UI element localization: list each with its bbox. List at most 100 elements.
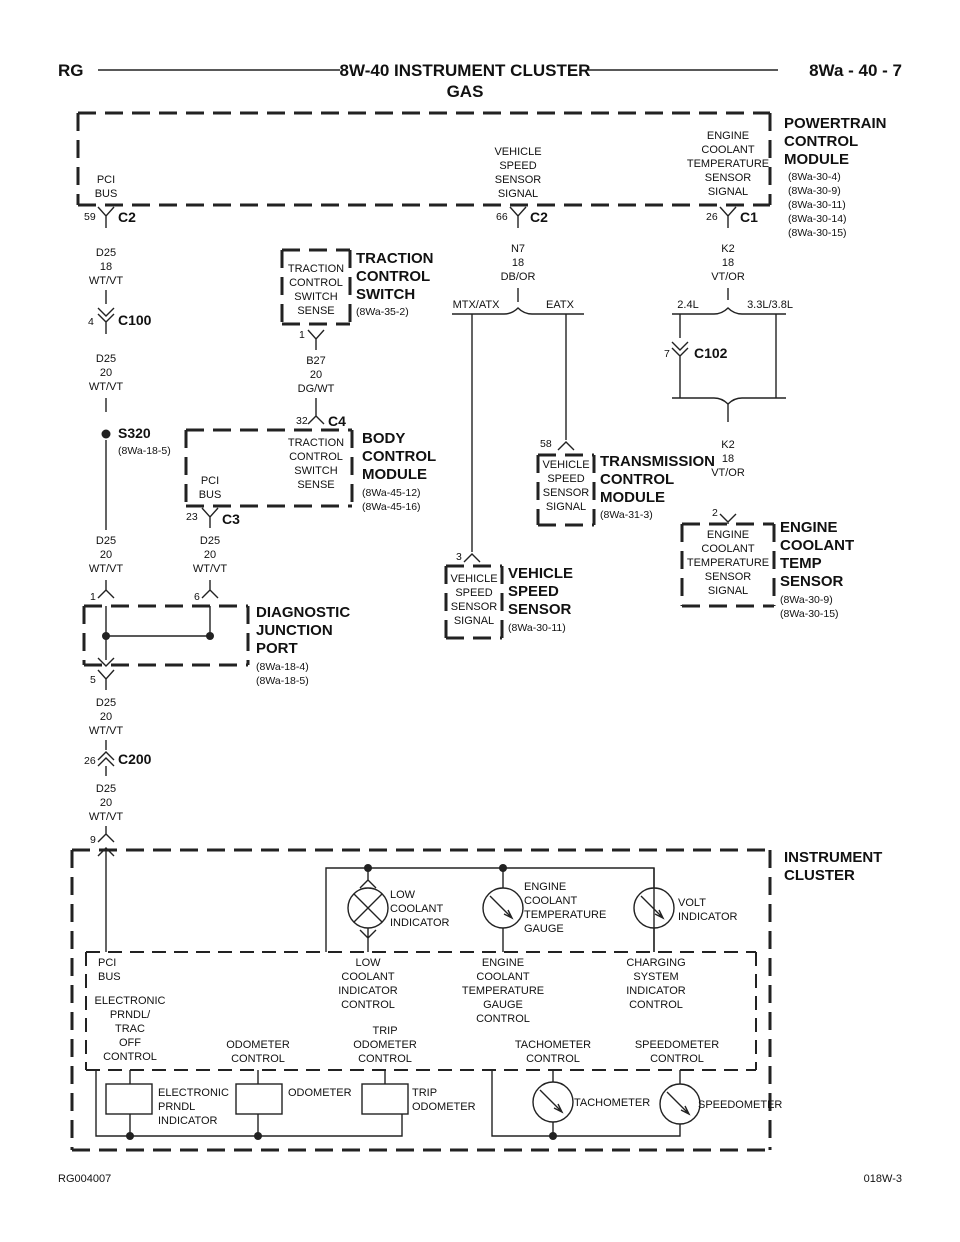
svg-text:CHARGING: CHARGING [626,957,685,969]
svg-text:K2: K2 [721,243,734,255]
svg-text:C4: C4 [328,413,346,429]
svg-text:SENSOR: SENSOR [780,573,844,590]
svg-text:D25: D25 [96,353,116,365]
wire-label-d25-20-b: D25 20 WT/VT [89,535,123,575]
svg-text:INDICATOR: INDICATOR [626,985,686,997]
svg-text:CONTROL: CONTROL [356,268,430,285]
svg-text:CONTROL: CONTROL [362,448,436,465]
connector-djp-pin5: 5 [90,669,115,690]
connector-pcm-c2-pin66: 66 C2 [496,206,548,228]
svg-text:20: 20 [100,367,112,379]
svg-text:ENGINE: ENGINE [707,529,749,541]
wire-label-d25-18: D25 18 WT/VT [89,247,123,287]
svg-text:VEHICLE: VEHICLE [508,565,573,582]
prndl-indicator-box [105,1083,153,1115]
footer-left: RG004007 [58,1173,111,1185]
svg-text:(8Wa-18-4): (8Wa-18-4) [256,661,309,673]
wire-label-k2-b: K2 18 VT/OR [711,439,745,479]
svg-text:PORT: PORT [256,640,298,657]
svg-text:TEMPERATURE: TEMPERATURE [687,557,769,569]
svg-text:INDICATOR: INDICATOR [678,911,738,923]
svg-text:VEHICLE: VEHICLE [450,573,497,585]
svg-text:COOLANT: COOLANT [701,144,754,156]
svg-text:SWITCH: SWITCH [294,291,337,303]
svg-text:4: 4 [88,316,94,328]
pcm-title: POWERTRAIN CONTROL MODULE [784,115,887,168]
ect-gauge-icon [482,887,524,929]
svg-text:SENSOR: SENSOR [543,487,590,499]
trip-odometer-label: TRIP ODOMETER [412,1087,476,1113]
connector-vss-pin3: 3 [456,551,481,563]
svg-text:18: 18 [100,261,112,273]
svg-text:TEMPERATURE: TEMPERATURE [524,909,606,921]
svg-text:COOLANT: COOLANT [476,971,529,983]
djp-internal-bus [105,606,211,660]
djp-internal-pin5-mark [97,657,115,667]
svg-text:58: 58 [540,438,552,450]
connector-bcm-c3: 23 C3 [186,507,240,528]
svg-text:INDICATOR: INDICATOR [158,1115,218,1127]
tcs-sense-label: TRACTION CONTROL SWITCH SENSE [288,263,344,317]
low-coolant-indicator-label: LOW COOLANT INDICATOR [390,889,450,929]
svg-text:ELECTRONIC: ELECTRONIC [158,1087,229,1099]
svg-text:ODOMETER: ODOMETER [353,1039,417,1051]
svg-text:26: 26 [84,755,96,767]
svg-text:CONTROL: CONTROL [600,471,674,488]
speedometer-label: SPEEDOMETER [698,1099,782,1111]
charging-control-label: CHARGING SYSTEM INDICATOR CONTROL [626,957,686,1011]
svg-text:BUS: BUS [199,489,222,501]
odometer-label: ODOMETER [288,1087,352,1099]
svg-text:GAUGE: GAUGE [524,923,564,935]
connector-ects-pin2: 2 [712,507,737,524]
svg-text:SPEED: SPEED [455,587,492,599]
svg-text:C3: C3 [222,511,240,527]
connector-c100: 4 C100 [88,307,152,334]
prndl-control-label: ELECTRONIC PRNDL/ TRAC OFF CONTROL [95,995,166,1063]
svg-text:CONTROL: CONTROL [476,1013,530,1025]
svg-text:(8Wa-30-9): (8Wa-30-9) [788,185,841,197]
odometer-control-label: ODOMETER CONTROL [226,1039,290,1065]
svg-text:SWITCH: SWITCH [294,465,337,477]
low-coolant-control-label: LOW COOLANT INDICATOR CONTROL [338,957,398,1011]
svg-text:TRIP: TRIP [412,1087,437,1099]
svg-text:CONTROL: CONTROL [526,1053,580,1065]
wire-label-d25-20-c: D25 20 WT/VT [193,535,227,575]
svg-text:C100: C100 [118,312,152,328]
djp-title: DIAGNOSTIC JUNCTION PORT (8Wa-18-4) (8Wa… [256,604,350,687]
bcm-pci-bus-label: PCI BUS [199,475,222,501]
djp-splice-right [206,632,214,640]
svg-text:GAUGE: GAUGE [483,999,523,1011]
svg-text:BODY: BODY [362,430,405,447]
svg-text:TRACTION: TRACTION [288,263,344,275]
svg-text:INSTRUMENT: INSTRUMENT [784,849,882,866]
svg-text:ENGINE: ENGINE [707,130,749,142]
svg-text:TRACTION: TRACTION [288,437,344,449]
volt-indicator-icon [633,887,675,929]
connector-djp-pin6: 6 [194,580,219,603]
ic-indicator-bus [325,867,655,952]
svg-text:20: 20 [204,549,216,561]
ic-splice-c [126,1132,134,1140]
svg-text:WT/VT: WT/VT [89,381,123,393]
svg-text:C200: C200 [118,751,152,767]
svg-text:SPEEDOMETER: SPEEDOMETER [635,1039,719,1051]
svg-text:(8Wa-30-14): (8Wa-30-14) [788,213,847,225]
djp-splice-left [102,632,110,640]
svg-text:CLUSTER: CLUSTER [784,867,855,884]
svg-text:(8Wa-30-11): (8Wa-30-11) [508,622,566,634]
header-right: 8Wa - 40 - 7 [809,61,902,80]
svg-text:BUS: BUS [95,188,118,200]
svg-text:TRIP: TRIP [372,1025,397,1037]
svg-text:(8Wa-30-11): (8Wa-30-11) [788,199,846,211]
svg-text:MODULE: MODULE [784,151,849,168]
ic-splice-d [254,1132,262,1140]
wire-label-d25-20-e: D25 20 WT/VT [89,783,123,823]
wire-label-b27: B27 20 DG/WT [298,355,335,395]
svg-text:9: 9 [90,834,96,846]
svg-text:SPEED: SPEED [499,160,536,172]
svg-text:20: 20 [100,549,112,561]
wire-label-d25-20-a: D25 20 WT/VT [89,353,123,393]
connector-pcm-c1-pin26: 26 C1 [706,206,758,228]
svg-text:SIGNAL: SIGNAL [708,186,748,198]
svg-text:C102: C102 [694,345,728,361]
